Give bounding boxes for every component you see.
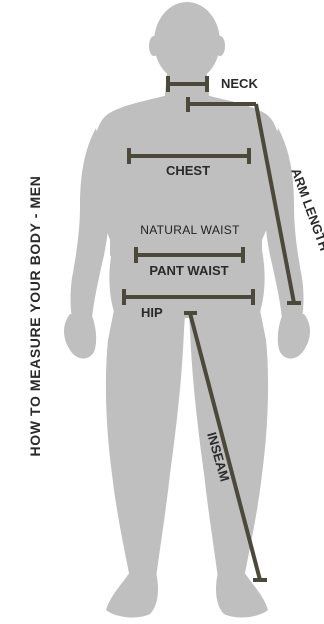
neck-label: NECK [221,76,258,91]
pant-waist-label: PANT WAIST [149,263,228,278]
diagram-title: HOW TO MEASURE YOUR BODY - MEN [27,176,43,457]
hip-label: HIP [141,305,163,320]
chest-label: CHEST [166,163,210,178]
natural-waist-label: NATURAL WAIST [140,223,240,237]
body-silhouette [64,2,310,617]
